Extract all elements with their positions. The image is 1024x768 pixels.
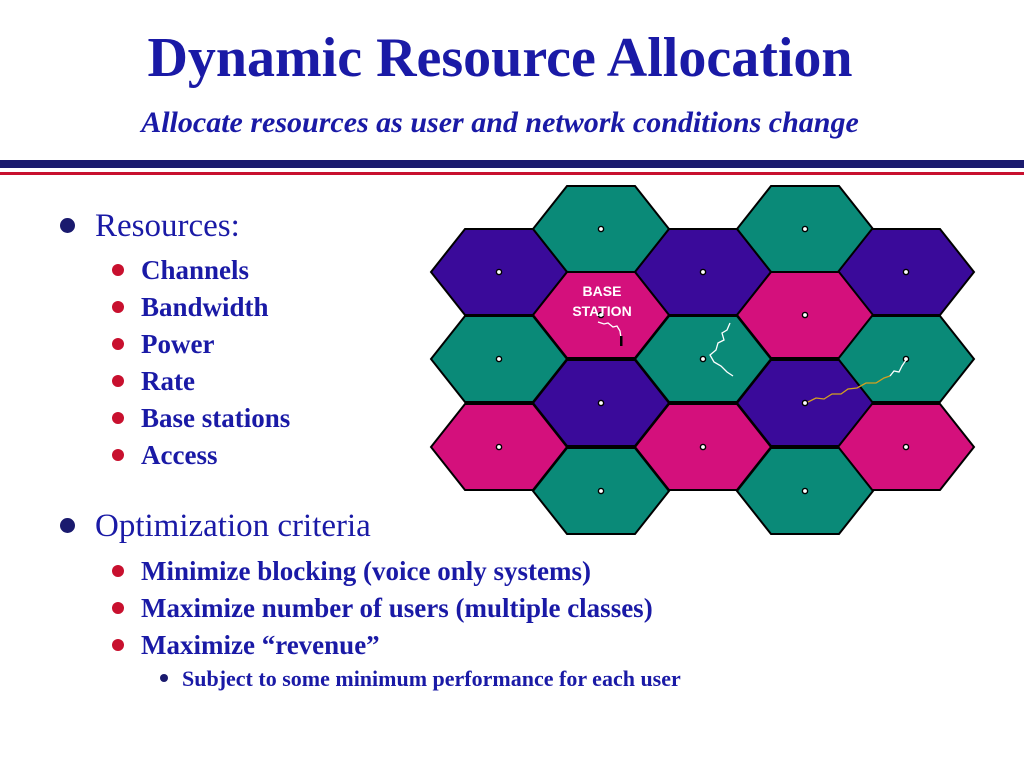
base-station-dot-icon — [902, 355, 910, 363]
sub-bullet-rate: Rate — [112, 368, 195, 395]
header-rule-red — [0, 172, 1024, 175]
header-rule-navy — [0, 160, 1024, 168]
sub-bullet-maximize-revenue: Maximize “revenue” — [112, 632, 380, 659]
base-station-dot-icon — [495, 355, 503, 363]
base-station-dot-icon — [801, 225, 809, 233]
bullet-dot-icon — [112, 564, 124, 577]
sub-bullet-maximize-users: Maximize number of users (multiple class… — [112, 595, 653, 622]
bullet-resources-label: Resources: — [95, 208, 240, 244]
bullet-dot-icon — [160, 673, 168, 682]
base-station-label-line1: BASE — [583, 283, 622, 299]
sub-bullet-power: Power — [112, 331, 214, 358]
base-station-dot-icon — [597, 487, 605, 495]
base-station-dot-icon — [902, 443, 910, 451]
mobile-unit-marker — [620, 336, 623, 346]
base-station-dot-icon — [699, 355, 707, 363]
base-station-dot-icon — [699, 443, 707, 451]
bullet-dot-icon — [112, 337, 124, 350]
base-station-dot-icon — [597, 225, 605, 233]
base-station-label: BASE STATION — [572, 283, 631, 319]
mobile-path-2 — [709, 322, 734, 377]
base-station-dot-icon — [597, 399, 605, 407]
bullet-optimization: Optimization criteria — [60, 510, 371, 543]
sub-bullet-bandwidth: Bandwidth — [112, 294, 269, 321]
sub-bullet-base-stations: Base stations — [112, 405, 290, 432]
sub-bullet-minimize-blocking: Minimize blocking (voice only systems) — [112, 558, 591, 585]
sub-bullet-access: Access — [112, 442, 217, 469]
base-station-dot-icon — [902, 268, 910, 276]
bullet-optimization-label: Optimization criteria — [95, 508, 371, 544]
mobile-path-layer — [597, 321, 907, 403]
bullet-dot-icon — [112, 263, 124, 276]
base-station-dot-icon — [801, 399, 809, 407]
base-station-dot-icon — [699, 268, 707, 276]
base-station-dot-icon — [495, 443, 503, 451]
sub-sub-bullet-performance: Subject to some minimum performance for … — [160, 668, 681, 690]
bullet-dot-icon — [112, 601, 124, 614]
slide-subtitle: Allocate resources as user and network c… — [141, 106, 859, 139]
bullet-dot-icon — [112, 411, 124, 424]
bullet-dot-icon — [112, 374, 124, 387]
base-station-dot-icon — [801, 311, 809, 319]
bullet-dot-icon — [60, 217, 75, 233]
base-station-dot-icon — [495, 268, 503, 276]
mobile-path-1 — [597, 321, 622, 339]
bullet-resources: Resources: — [60, 210, 240, 243]
base-station-dot-icon — [597, 311, 605, 319]
bullet-dot-icon — [112, 300, 124, 313]
sub-bullet-channels: Channels — [112, 257, 249, 284]
mobile-path-3 — [807, 375, 891, 403]
bullet-dot-icon — [112, 448, 124, 461]
base-station-dot-icon — [801, 487, 809, 495]
bullet-dot-icon — [60, 517, 75, 533]
hex-cell-layer — [429, 185, 976, 535]
slide-title: Dynamic Resource Allocation — [147, 27, 853, 89]
bullet-dot-icon — [112, 638, 124, 651]
base-station-label-line2: STATION — [572, 303, 631, 319]
mobile-path-4 — [889, 359, 907, 377]
